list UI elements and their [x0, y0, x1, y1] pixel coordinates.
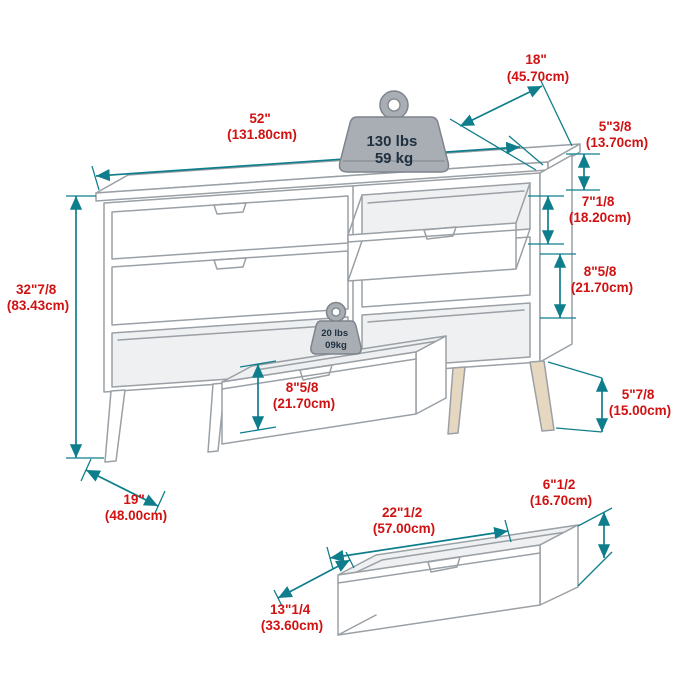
dim-middle-drawer-in: 8"5/8	[584, 264, 617, 279]
dim-drawer-width-cm: (57.00cm)	[373, 521, 435, 536]
open-drawer-rim-line	[347, 229, 517, 243]
dim-base-depth: 19" (48.00cm)	[80, 458, 167, 523]
weight-capacity-drawer: 20 lbs 09kg	[310, 301, 362, 355]
dimension-label: 5"3/8 (13.70cm)	[586, 119, 648, 150]
cavity-right-top-interior-line	[367, 190, 525, 204]
dimension-label: 19" (48.00cm)	[105, 492, 167, 523]
dim-width-in: 52"	[249, 111, 270, 126]
weight-drawer-label: 20 lbs 09kg	[321, 328, 351, 351]
dim-top-offset-in: 5"3/8	[599, 119, 632, 134]
dim-open-drawer-height: 8"5/8 (21.70cm)	[239, 360, 335, 434]
dim-base-depth-cm: (48.00cm)	[105, 508, 167, 523]
dimension-label: 6"1/2 (16.70cm)	[530, 477, 592, 508]
extension-lines	[547, 361, 603, 433]
dimensions: 52" (131.80cm) 18" (45.70cm) 5"3/8 (13.7…	[7, 52, 671, 633]
extension-lines	[449, 80, 573, 171]
dim-height-cm: (83.43cm)	[7, 298, 69, 313]
dim-height-in: 32"7/8	[16, 282, 57, 297]
drawer-weight-handle-hole-icon	[331, 307, 341, 317]
dimension-arrow	[277, 559, 351, 599]
dim-leg-in: 5"7/8	[622, 387, 655, 402]
weight-drawer-lbs: 20 lbs	[321, 328, 348, 339]
leg-front-left	[104, 389, 126, 463]
open-drawer-handle-notch	[423, 226, 457, 240]
dim-width-cm: (131.80cm)	[227, 127, 297, 142]
drawer-right-top-open	[347, 182, 531, 282]
dimension-label: 8"5/8 (21.70cm)	[273, 380, 335, 411]
dim-leg-cm: (15.00cm)	[609, 403, 671, 418]
dim-drawer-height: 6"1/2 (16.70cm)	[530, 477, 613, 587]
drawer-pulled-out-tilted	[221, 335, 447, 445]
open-drawer-slide-lines	[347, 182, 531, 282]
dim-top-drawer-height: 7"1/8 (18.20cm)	[528, 194, 631, 245]
dim-top-drawer-cm: (18.20cm)	[569, 210, 631, 225]
dimension-label: 7"1/8 (18.20cm)	[569, 194, 631, 225]
weight-top-kg: 59 kg	[375, 150, 413, 167]
dresser	[95, 143, 581, 636]
dim-top-drawer-in: 7"1/8	[582, 194, 615, 209]
cavity-left-bottom-interior-line	[117, 324, 343, 341]
extension-lines	[66, 195, 104, 459]
dim-top-offset: 5"3/8 (13.70cm)	[566, 119, 648, 191]
dim-drawer-height-in: 6"1/2	[543, 477, 576, 492]
dim-drawer-depth: 13"1/4 (33.60cm)	[261, 551, 355, 633]
drawer-left-top-handle-notch	[213, 202, 247, 215]
weight-drawer-kg: 09kg	[325, 340, 347, 351]
dimension-arrow	[459, 85, 543, 127]
dim-middle-drawer-cm: (21.70cm)	[571, 280, 633, 295]
dimension-arrow	[95, 141, 521, 182]
cavity-right-bottom-interior-line	[367, 309, 525, 323]
dim-overall-width: 52" (131.80cm)	[91, 111, 544, 191]
weight-top-lbs: 130 lbs	[366, 133, 417, 150]
dimension-arrow	[85, 469, 159, 507]
dimension-arrow	[329, 527, 509, 562]
dim-top-depth-in: 18"	[525, 52, 546, 67]
dim-top-offset-cm: (13.70cm)	[586, 135, 648, 150]
dimension-label: 18" (45.70cm)	[507, 52, 569, 84]
dim-base-depth-in: 19"	[123, 492, 144, 507]
extension-lines	[577, 507, 613, 587]
dim-drawer-height-cm: (16.70cm)	[530, 493, 592, 508]
drawer-box-bottom-edge	[337, 614, 377, 636]
weight-body-icon	[338, 116, 450, 173]
dim-drawer-depth-cm: (33.60cm)	[261, 618, 323, 633]
dimension-label: 8"5/8 (21.70cm)	[571, 264, 633, 295]
tilted-drawer-front	[221, 351, 417, 445]
drawer-left-middle-handle-notch	[213, 257, 247, 270]
leg-back-right	[529, 360, 555, 432]
dim-top-depth-cm: (45.70cm)	[507, 69, 569, 84]
drawer-weight-body-icon	[310, 320, 362, 355]
dim-drawer-width-in: 22"1/2	[382, 505, 422, 520]
dimension-label: 5"7/8 (15.00cm)	[609, 387, 671, 418]
dimension-label: 13"1/4 (33.60cm)	[261, 602, 323, 633]
leg-back-left	[207, 382, 226, 453]
dresser-right-side	[539, 154, 573, 363]
drawer-box-detail	[337, 524, 579, 636]
dim-middle-drawer-height: 8"5/8 (21.70cm)	[540, 253, 633, 319]
weight-capacity-top: 130 lbs 59 kg	[338, 90, 450, 173]
dimension-label: 52" (131.80cm)	[227, 111, 297, 142]
dim-open-drawer-cm: (21.70cm)	[273, 396, 335, 411]
tilted-drawer-handle-notch	[299, 364, 333, 381]
dim-leg-height: 5"7/8 (15.00cm)	[547, 361, 671, 433]
tilted-drawer-inner-back-line	[255, 339, 445, 371]
extension-lines	[91, 135, 544, 191]
dim-open-drawer-in: 8"5/8	[286, 380, 319, 395]
leg-front-right	[447, 366, 466, 435]
dim-overall-height: 32"7/8 (83.43cm)	[7, 195, 104, 459]
dim-top-depth: 18" (45.70cm)	[449, 52, 573, 171]
dimension-label: 22"1/2 (57.00cm)	[373, 505, 435, 536]
dimension-label: 32"7/8 (83.43cm)	[7, 282, 69, 313]
weight-handle-hole-icon	[387, 98, 401, 112]
weight-top-label: 130 lbs 59 kg	[366, 133, 421, 167]
dim-drawer-depth-in: 13"1/4	[270, 602, 311, 617]
drawer-left-middle	[111, 250, 349, 326]
